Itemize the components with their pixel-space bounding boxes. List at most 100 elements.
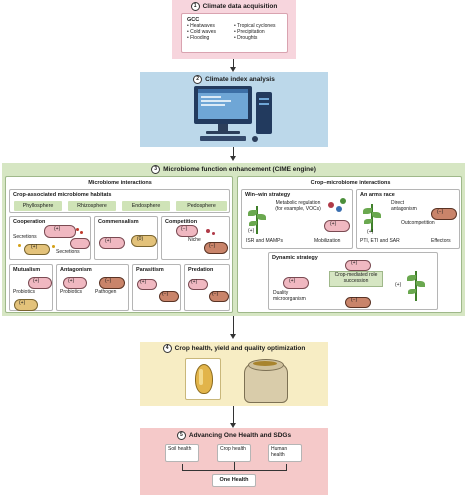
microbe-cell <box>188 279 208 290</box>
habitats-title: Crop-associated microbiome habitats <box>13 192 112 198</box>
predation-title: Predation <box>188 267 214 273</box>
arrow-2-3 <box>228 147 238 161</box>
arms-race-box: An arms race Direct antagonism (−) Outco… <box>356 189 460 249</box>
metabolic-label: Metabolic regulation (for example, VOCs) <box>275 200 321 212</box>
sign-minus: (−) <box>209 243 216 249</box>
dynamic-title: Dynamic strategy <box>272 255 318 261</box>
microbe-cell <box>204 242 228 254</box>
pathogen-label: Pathogen <box>95 289 117 295</box>
competition-title: Competition <box>165 219 198 225</box>
microbe-cell <box>324 220 350 232</box>
secretion-dot <box>80 231 83 234</box>
outcompetition-label: Outcompetition <box>401 220 435 226</box>
cooperation-title: Cooperation <box>13 219 46 225</box>
crop-microbiome-box: Crop–microbiome interactions Win–win str… <box>237 176 462 313</box>
sign-plus: (+) <box>367 229 374 235</box>
gcc-label: GCC <box>187 17 200 23</box>
role-succession-label: Crop-mediated role succession <box>329 271 383 287</box>
commensalism-title: Commensalism <box>98 219 139 225</box>
stage2-header: 2 Climate index analysis <box>140 74 328 84</box>
sign-plus: (+) <box>19 300 26 306</box>
gcc-item: • Tropical cyclones <box>234 23 276 29</box>
microbe-cell <box>131 235 157 247</box>
plant-icon <box>363 202 381 232</box>
dynamic-strategy-box: Dynamic strategy (+) Duality microorgani… <box>268 252 438 310</box>
arrow-1-2 <box>228 59 238 72</box>
direct-antagonism-label: Direct antagonism <box>391 200 417 212</box>
sign-plus: (+) <box>351 260 358 266</box>
niche-dot <box>206 229 210 233</box>
duality-label: Duality microorganism <box>273 290 306 302</box>
microbe-cell <box>176 225 198 237</box>
mobilization-label: Mobilization <box>314 238 341 244</box>
stage3-header: 3 Microbiome function enhancement (CIME … <box>2 164 465 175</box>
sign-minus: (−) <box>105 278 112 284</box>
sign-minus: (−) <box>351 297 358 303</box>
sign-plus: (+) <box>33 278 40 284</box>
sign-plus: (+) <box>330 221 337 227</box>
microbe-cell <box>209 291 229 302</box>
parasitism-title: Parasitism <box>136 267 164 273</box>
stage5-title: Advancing One Health and SDGs <box>188 431 292 439</box>
crop-microbiome-title: Crop–microbiome interactions <box>310 180 391 186</box>
commensalism-box: Commensalism (+) (0) <box>94 216 158 260</box>
isr-label: ISR and MAMPs <box>246 238 283 244</box>
microbe-cell <box>44 225 76 238</box>
microbe-cell <box>431 208 457 220</box>
sign-plus: (+) <box>105 238 112 244</box>
sign-plus: (+) <box>68 278 75 284</box>
sign-minus: (−) <box>437 209 444 215</box>
sign-zero: (0) <box>137 236 144 242</box>
niche-dot <box>212 232 215 235</box>
connector-line <box>234 462 235 470</box>
microbe-cell <box>283 277 309 289</box>
sign-plus: (+) <box>248 228 255 234</box>
microbe-cell <box>137 279 157 290</box>
connector-line <box>182 464 287 471</box>
seed-icon <box>185 358 221 400</box>
microbe-cell <box>70 238 90 249</box>
pti-label: PTI, ETI and SAR <box>360 238 400 244</box>
stage5-header: 5 Advancing One Health and SDGs <box>140 430 328 440</box>
gcc-item: • Droughts <box>234 34 258 41</box>
microbe-cell <box>63 277 87 289</box>
stage4-panel <box>140 342 328 406</box>
gcc-list-right: • Tropical cyclones • Precipitation • Dr… <box>234 23 276 41</box>
probiotics-label: Probiotics <box>13 289 35 295</box>
microbe-cell <box>28 277 52 289</box>
microbe-cell <box>345 260 371 271</box>
stage2-number: 2 <box>193 74 203 84</box>
habitat-endosphere: Endosphere <box>122 201 170 211</box>
probiotics-label: Probiotics <box>60 289 82 295</box>
habitat-pedosphere: Pedosphere <box>176 201 227 211</box>
one-health-label: One Health <box>219 477 249 484</box>
grain-sack-icon <box>240 355 290 403</box>
sign-plus: (+) <box>54 226 61 232</box>
soil-health-label: Soil health <box>168 446 192 452</box>
sign-minus: (−) <box>162 291 169 297</box>
soil-health-box: Soil health <box>165 444 199 462</box>
sign-plus: (+) <box>140 279 147 285</box>
one-health-box: One Health <box>212 474 256 487</box>
sign-minus: (−) <box>212 291 219 297</box>
plant-icon <box>248 204 266 234</box>
competition-box: Competition (−) Niche (−) <box>161 216 230 260</box>
microbe-cell <box>159 291 179 302</box>
gcc-item: • Cold waves <box>187 28 216 35</box>
human-health-label: Human health <box>271 446 288 458</box>
microbe-cell <box>345 297 371 308</box>
gcc-box: GCC • Heatwaves • Cold waves • Flooding … <box>181 13 288 53</box>
cooperation-box: Cooperation (+) (+) Secretions Secretion… <box>9 216 91 260</box>
stage1-title: Climate data acquisition <box>202 3 278 10</box>
winwin-title: Win–win strategy <box>245 192 291 198</box>
sign-minus: (−) <box>181 226 188 232</box>
microbe-cell <box>99 277 125 289</box>
stage2-title: Climate index analysis <box>205 75 275 83</box>
crop-health-label: Crop health <box>220 446 246 452</box>
gcc-item: • Flooding <box>187 34 210 41</box>
parasitism-box: Parasitism (+) (−) <box>132 264 181 311</box>
habitats-box: Crop-associated microbiome habitats Phyl… <box>9 189 230 213</box>
sign-plus: (+) <box>395 282 402 288</box>
secretion-dot <box>18 244 21 247</box>
nutrient-dot <box>328 202 334 208</box>
